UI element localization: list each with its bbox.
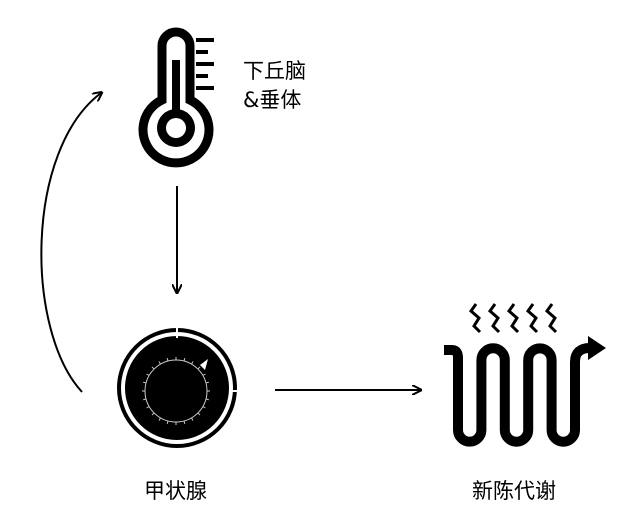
dial-tick — [191, 417, 194, 421]
dial-tick — [202, 373, 206, 376]
dial-tick — [197, 412, 201, 416]
dial-tick — [205, 398, 209, 401]
dial-tick — [143, 381, 147, 384]
dial-tick — [183, 358, 186, 362]
feedback-arrow-thyroid-to-hypothalamus — [40, 93, 101, 393]
dial-tick — [151, 366, 155, 370]
dial-tick — [166, 358, 169, 362]
dial-tick — [146, 406, 150, 409]
dial-tick — [191, 361, 194, 365]
dial-tick — [143, 398, 147, 401]
dial-tick — [205, 381, 209, 384]
dial-tick — [197, 366, 201, 370]
metabolism-label: 新陈代谢 — [472, 479, 556, 503]
dial-tick — [158, 361, 161, 365]
heating-coil-icon — [444, 303, 606, 447]
dial-knob-icon — [117, 326, 239, 448]
thermometer-icon — [138, 27, 214, 168]
hypothalamus-label-line1: 下丘脑 — [243, 59, 306, 83]
dial-tick — [202, 406, 206, 409]
hypothalamus-label-line2: &垂体 — [243, 88, 302, 112]
dial-tick — [158, 417, 161, 421]
dial-tick — [151, 412, 155, 416]
thyroid-label: 甲状腺 — [144, 479, 207, 503]
dial-tick — [183, 420, 186, 424]
dial-tick — [146, 373, 150, 376]
dial-tick — [166, 420, 169, 424]
